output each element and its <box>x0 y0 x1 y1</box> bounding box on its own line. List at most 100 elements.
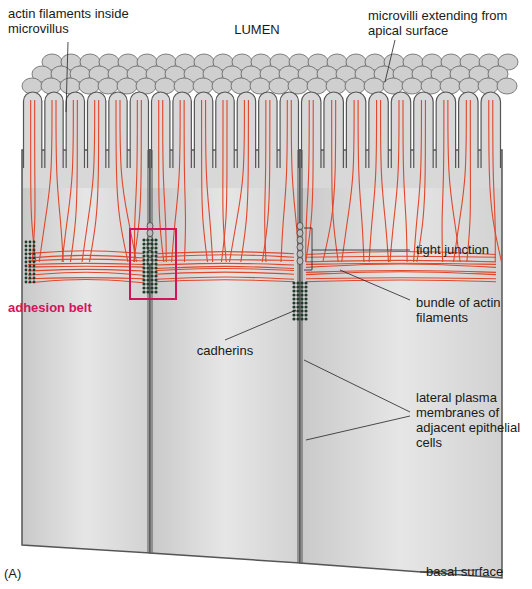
actin-bundle-filament <box>28 251 144 254</box>
cadherin <box>300 317 303 320</box>
cadherin <box>142 286 145 289</box>
cadherin <box>150 266 153 269</box>
cadherin <box>154 262 157 265</box>
cadherin <box>25 253 28 256</box>
cadherin <box>150 262 153 265</box>
actin-filament <box>442 100 444 262</box>
cadherin <box>142 266 145 269</box>
callout-label: basal surface <box>426 564 526 579</box>
actin-filament <box>31 100 36 262</box>
cadherin <box>146 262 149 265</box>
cadherin <box>296 297 299 300</box>
cadherin <box>146 270 149 273</box>
cadherin <box>154 282 157 285</box>
tight-junction-bracket <box>304 228 312 270</box>
actin-bundle-filament <box>28 266 144 268</box>
callout-label: bundle of actin filaments <box>416 295 526 325</box>
actin-filament <box>448 100 460 262</box>
cadherin <box>154 238 157 241</box>
cadherin <box>29 253 32 256</box>
cadherin <box>142 270 145 273</box>
cadherin <box>29 265 32 268</box>
cadherin <box>146 258 149 261</box>
actin-filament <box>358 100 364 262</box>
cadherin <box>154 270 157 273</box>
leader-line <box>340 270 410 300</box>
actin-filament <box>184 100 185 262</box>
actin-bundle-filament <box>306 272 496 275</box>
cadherin <box>154 266 157 269</box>
actin-bundle-filament <box>306 278 496 279</box>
cadherin <box>29 257 32 260</box>
actin-filament <box>306 100 310 262</box>
cadherin <box>146 266 149 269</box>
cadherin <box>146 242 149 245</box>
cadherin <box>296 289 299 292</box>
cadherin <box>150 282 153 285</box>
cadherin <box>142 238 145 241</box>
cadherin <box>300 281 303 284</box>
actin-filament <box>369 100 377 262</box>
cadherin <box>304 289 307 292</box>
cadherin <box>300 313 303 316</box>
tight-junction-seal <box>297 223 303 230</box>
cadherin <box>292 285 295 288</box>
actin-filament <box>70 100 77 262</box>
actin-bundle-filament <box>28 255 144 258</box>
cadherin <box>33 277 36 280</box>
cadherin <box>296 305 299 308</box>
cadherin <box>300 297 303 300</box>
cadherin <box>33 269 36 272</box>
cadherin <box>25 265 28 268</box>
cadherin <box>25 245 28 248</box>
tight-junction-seal <box>297 251 303 258</box>
microvillus-tip <box>212 78 232 94</box>
actin-bundle-filament <box>306 264 496 267</box>
cadherin <box>304 281 307 284</box>
microvillus-tip <box>497 78 517 94</box>
cadherin <box>296 317 299 320</box>
cadherin <box>292 281 295 284</box>
actin-filament <box>342 100 354 262</box>
cadherin <box>142 258 145 261</box>
actin-filament <box>390 100 399 262</box>
cadherin <box>292 289 295 292</box>
cadherin <box>146 278 149 281</box>
cadherin <box>150 290 153 293</box>
cadherin <box>154 274 157 277</box>
cadherin <box>33 281 36 284</box>
cadherin <box>29 277 32 280</box>
cell-apex <box>23 168 149 188</box>
cadherin <box>142 274 145 277</box>
cadherin <box>150 250 153 253</box>
cadherin <box>146 274 149 277</box>
tight-junction-seal <box>297 237 303 244</box>
leader-line <box>306 416 410 440</box>
cadherin <box>154 246 157 249</box>
cadherin <box>33 273 36 276</box>
actin-filament <box>134 100 142 262</box>
cadherin <box>300 289 303 292</box>
cadherin <box>296 281 299 284</box>
cadherin <box>33 253 36 256</box>
cadherin <box>29 273 32 276</box>
cadherin <box>296 285 299 288</box>
cadherin <box>150 274 153 277</box>
cadherin <box>33 245 36 248</box>
callout-label: LUMEN <box>222 22 292 37</box>
actin-filament <box>82 100 95 262</box>
actin-filament <box>281 100 287 262</box>
cell-apex <box>301 168 501 188</box>
microvillus-tip <box>402 78 422 94</box>
actin-bundle-filament <box>28 272 144 275</box>
cadherin <box>25 277 28 280</box>
leader-lines <box>66 40 475 572</box>
cadherin <box>142 290 145 293</box>
plasma-membrane <box>298 150 299 563</box>
microvillus-tip <box>155 78 175 94</box>
cadherin <box>29 269 32 272</box>
actin-filament <box>493 100 496 262</box>
cadherin <box>150 270 153 273</box>
actin-filament <box>323 100 336 262</box>
cadherin <box>142 282 145 285</box>
